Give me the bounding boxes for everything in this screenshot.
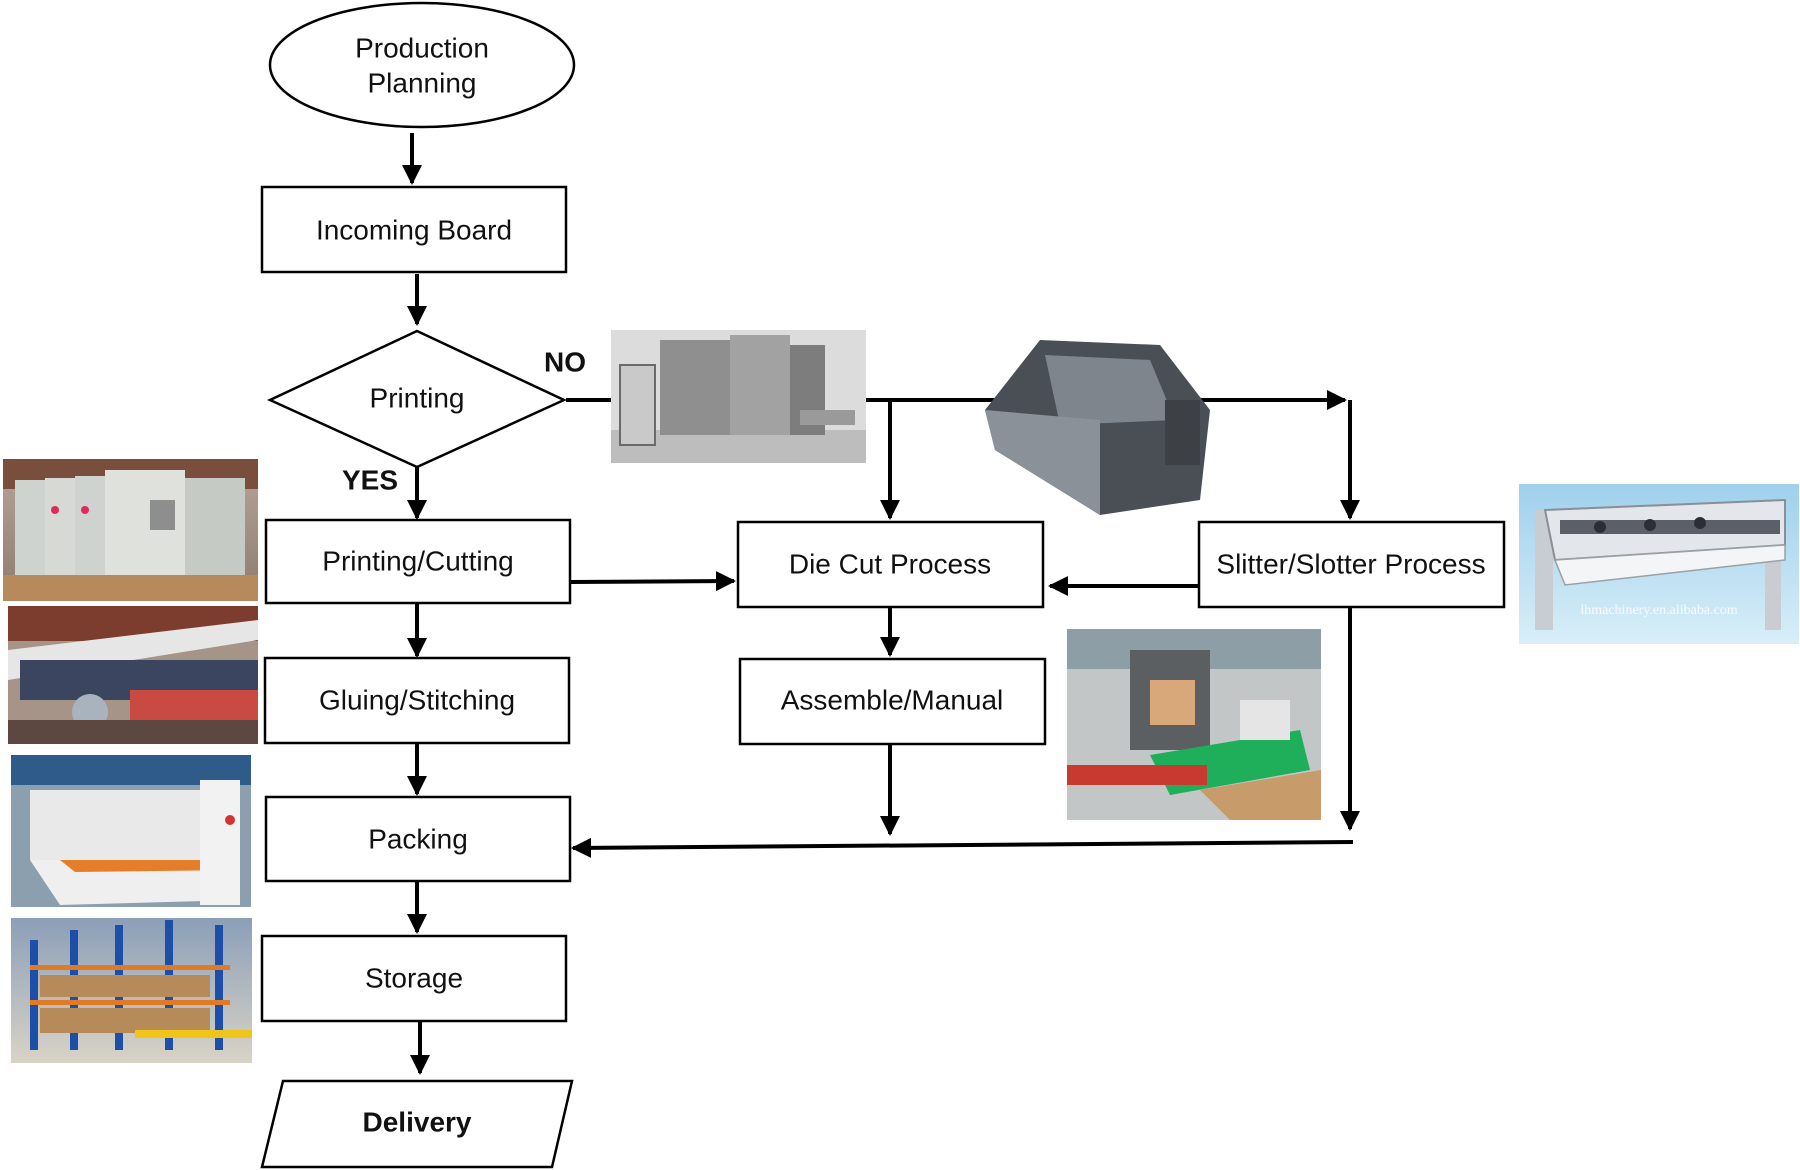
production-planning-line1: Production [355,32,489,63]
assemble-manual-label: Assemble/Manual [781,684,1004,715]
arrow-printing-cutting-to-die-cut [569,571,736,592]
gluing-machine-photo [8,606,258,744]
stitching-machine-photo [11,755,251,907]
automatic-die-cutter-photo [1067,629,1321,820]
delivery-label: Delivery [363,1106,472,1137]
storage-label: Storage [365,962,463,993]
platen-die-cutter-photo [985,340,1210,515]
node-assemble-manual: Assemble/Manual [738,657,1047,746]
node-gluing-stitching: Gluing/Stitching [263,656,571,745]
node-production-planning: Production Planning [268,1,576,129]
node-printing-decision: Printing [267,329,567,469]
slitter-machine-photo: lhmachinery.en.alibaba.com [1519,484,1799,644]
gluing-stitching-label: Gluing/Stitching [319,684,515,715]
alibaba-watermark: lhmachinery.en.alibaba.com [1580,603,1737,618]
node-die-cut-process: Die Cut Process [736,520,1045,609]
printing-machine-photo [3,459,258,601]
production-planning-line2: Planning [368,67,477,98]
arrow-return-to-packing [571,837,1354,858]
node-printing-cutting: Printing/Cutting [264,518,572,605]
node-storage: Storage [260,934,568,1023]
printing-cutting-label: Printing/Cutting [322,545,513,576]
node-packing: Packing [264,795,572,883]
connectors [402,133,1360,1075]
no-label: NO [544,346,586,377]
die-cut-process-label: Die Cut Process [789,548,991,579]
die-cutting-machine-photo [611,330,866,463]
node-delivery: Delivery [260,1079,574,1169]
yes-label: YES [342,464,398,495]
printing-decision-label: Printing [370,382,465,413]
slitter-slotter-process-label: Slitter/Slotter Process [1216,548,1485,579]
packing-label: Packing [368,823,468,854]
node-incoming-board: Incoming Board [260,185,568,274]
incoming-board-label: Incoming Board [316,214,512,245]
node-slitter-slotter-process: Slitter/Slotter Process [1197,520,1506,609]
warehouse-photo [11,918,252,1063]
